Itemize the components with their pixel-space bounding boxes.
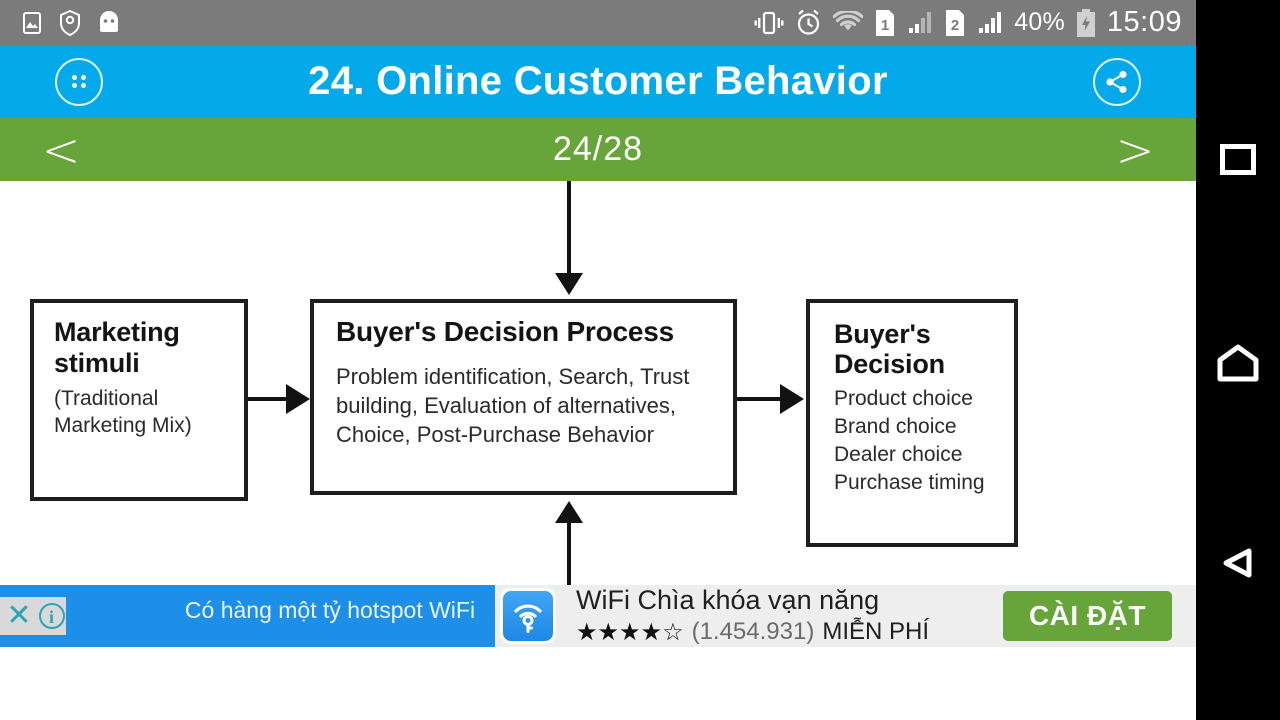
arrow-right-line-1 — [248, 397, 290, 401]
ad-card[interactable]: WiFi Chìa khóa vạn năng ★★★★☆ (1.454.931… — [495, 585, 1196, 647]
next-slide-button[interactable]: > — [1115, 122, 1155, 177]
ad-text-block: WiFi Chìa khóa vạn năng ★★★★☆ (1.454.931… — [576, 585, 1003, 646]
slide-nav-bar: < 24/28 > — [0, 118, 1196, 181]
ad-app-title: WiFi Chìa khóa vạn năng — [576, 585, 880, 616]
ad-background-text: Có hàng một tỷ hotspot WiFi — [184, 597, 476, 623]
system-navigation-bar — [1196, 0, 1280, 720]
arrow-up-line — [567, 523, 571, 609]
svg-text:2: 2 — [951, 17, 959, 34]
svg-text:1: 1 — [881, 17, 889, 34]
rating-stars-icon: ★★★★☆ — [576, 617, 684, 646]
slide-counter: 24/28 — [552, 130, 644, 168]
status-bar: 1 2 40% 15:09 — [0, 0, 1196, 45]
battery-percent-label: 40% — [1014, 8, 1065, 36]
phone-viewport: 1 2 40% 15:09 — [0, 0, 1196, 720]
signal2-icon — [977, 10, 1003, 36]
arrow-up-head-icon — [555, 501, 583, 523]
page-title: 24. Online Customer Behavior — [308, 59, 888, 103]
arrow-down-head-icon — [555, 273, 583, 295]
android-robot-icon — [96, 10, 122, 35]
battery-charging-icon — [1076, 8, 1096, 37]
ad-rating-row: ★★★★☆ (1.454.931) MIỄN PHÍ — [576, 618, 1003, 646]
info-icon[interactable]: i — [38, 603, 65, 629]
recents-square-icon[interactable] — [1196, 136, 1280, 182]
arrow-down-line — [567, 181, 571, 277]
close-x-icon[interactable]: ✕ — [6, 599, 32, 632]
install-button[interactable]: CÀI ĐẶT — [1002, 591, 1172, 641]
shield-icon — [58, 9, 82, 36]
share-icon[interactable] — [1093, 57, 1141, 106]
image-icon — [20, 11, 44, 35]
alarm-icon — [795, 9, 822, 36]
grid-menu-icon[interactable] — [55, 57, 103, 106]
ad-banner[interactable]: Có hàng một tỷ hotspot WiFi ✕ i WiFi — [0, 585, 1196, 647]
app-title-bar: 24. Online Customer Behavior — [0, 45, 1196, 118]
ad-controls: ✕ i — [0, 597, 66, 635]
ad-price-label: MIỄN PHÍ — [822, 617, 930, 645]
grid-dots — [71, 75, 87, 88]
wifi-icon — [833, 10, 864, 35]
arrow-right-head-icon-1 — [286, 384, 310, 414]
status-bar-left-icons — [0, 9, 122, 36]
sim2-icon: 2 — [944, 9, 966, 37]
arrow-right-line-2 — [737, 397, 783, 401]
box-body-buyers-decision: Product choice Brand choice Dealer choic… — [834, 387, 985, 495]
sim1-icon: 1 — [874, 9, 896, 37]
recents-square-shape — [1220, 143, 1256, 175]
buyer-behavior-diagram: Marketing stimuli (Traditional Marketing… — [0, 181, 1196, 609]
diagram-box-buyers-decision-process: Buyer's Decision Process Problem identif… — [310, 299, 737, 495]
vibrate-icon — [754, 10, 784, 36]
box-title-buyers-decision: Buyer's Decision — [834, 319, 945, 380]
box-title-buyers-decision-process: Buyer's Decision Process — [336, 316, 675, 347]
status-clock: 15:09 — [1106, 6, 1182, 38]
diagram-box-marketing-stimuli: Marketing stimuli (Traditional Marketing… — [30, 299, 248, 501]
signal1-icon — [907, 10, 933, 36]
home-icon[interactable] — [1196, 340, 1280, 386]
box-body-marketing-stimuli: (Traditional Marketing Mix) — [54, 387, 192, 437]
prev-slide-button[interactable]: < — [41, 122, 81, 177]
status-bar-right-icons: 1 2 40% 15:09 — [754, 6, 1196, 39]
box-body-buyers-decision-process: Problem identification, Search, Trust bu… — [336, 363, 690, 447]
box-title-marketing-stimuli: Marketing stimuli — [54, 317, 180, 378]
wifi-key-icon — [500, 588, 556, 644]
diagram-box-buyers-decision: Buyer's Decision Product choice Brand ch… — [806, 299, 1018, 547]
arrow-right-head-icon-2 — [780, 384, 804, 414]
ad-rating-count: (1.454.931) — [691, 617, 815, 645]
back-triangle-icon[interactable] — [1196, 540, 1280, 586]
